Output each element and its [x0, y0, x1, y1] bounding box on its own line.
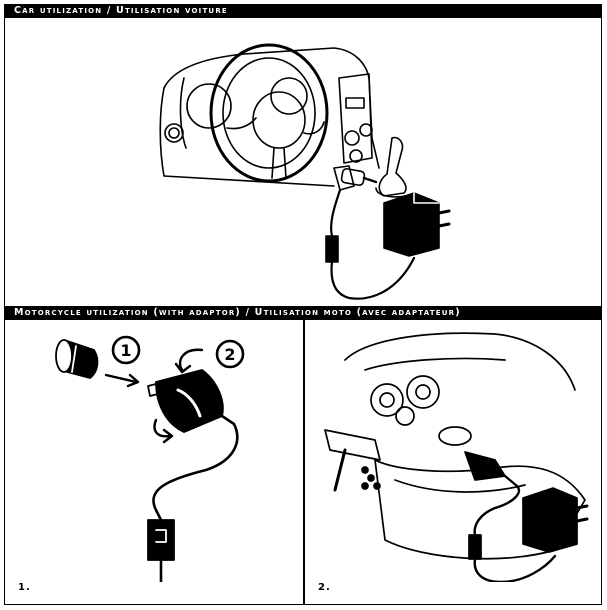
callout-1-label: 1 [120, 341, 131, 360]
car-section-title: Car utilization / Utilisation voiture [4, 4, 602, 18]
moto-section-title: Motorcycle utilization (with adaptor) / … [4, 306, 602, 320]
step-2-label: 2. [318, 582, 331, 593]
car-illustration [159, 43, 451, 300]
step1-illustration: 1 2 [55, 335, 245, 582]
step2-illustration [324, 332, 589, 582]
panel-divider [303, 320, 305, 605]
callout-2-label: 2 [224, 345, 235, 364]
step-1-label: 1. [18, 582, 31, 593]
